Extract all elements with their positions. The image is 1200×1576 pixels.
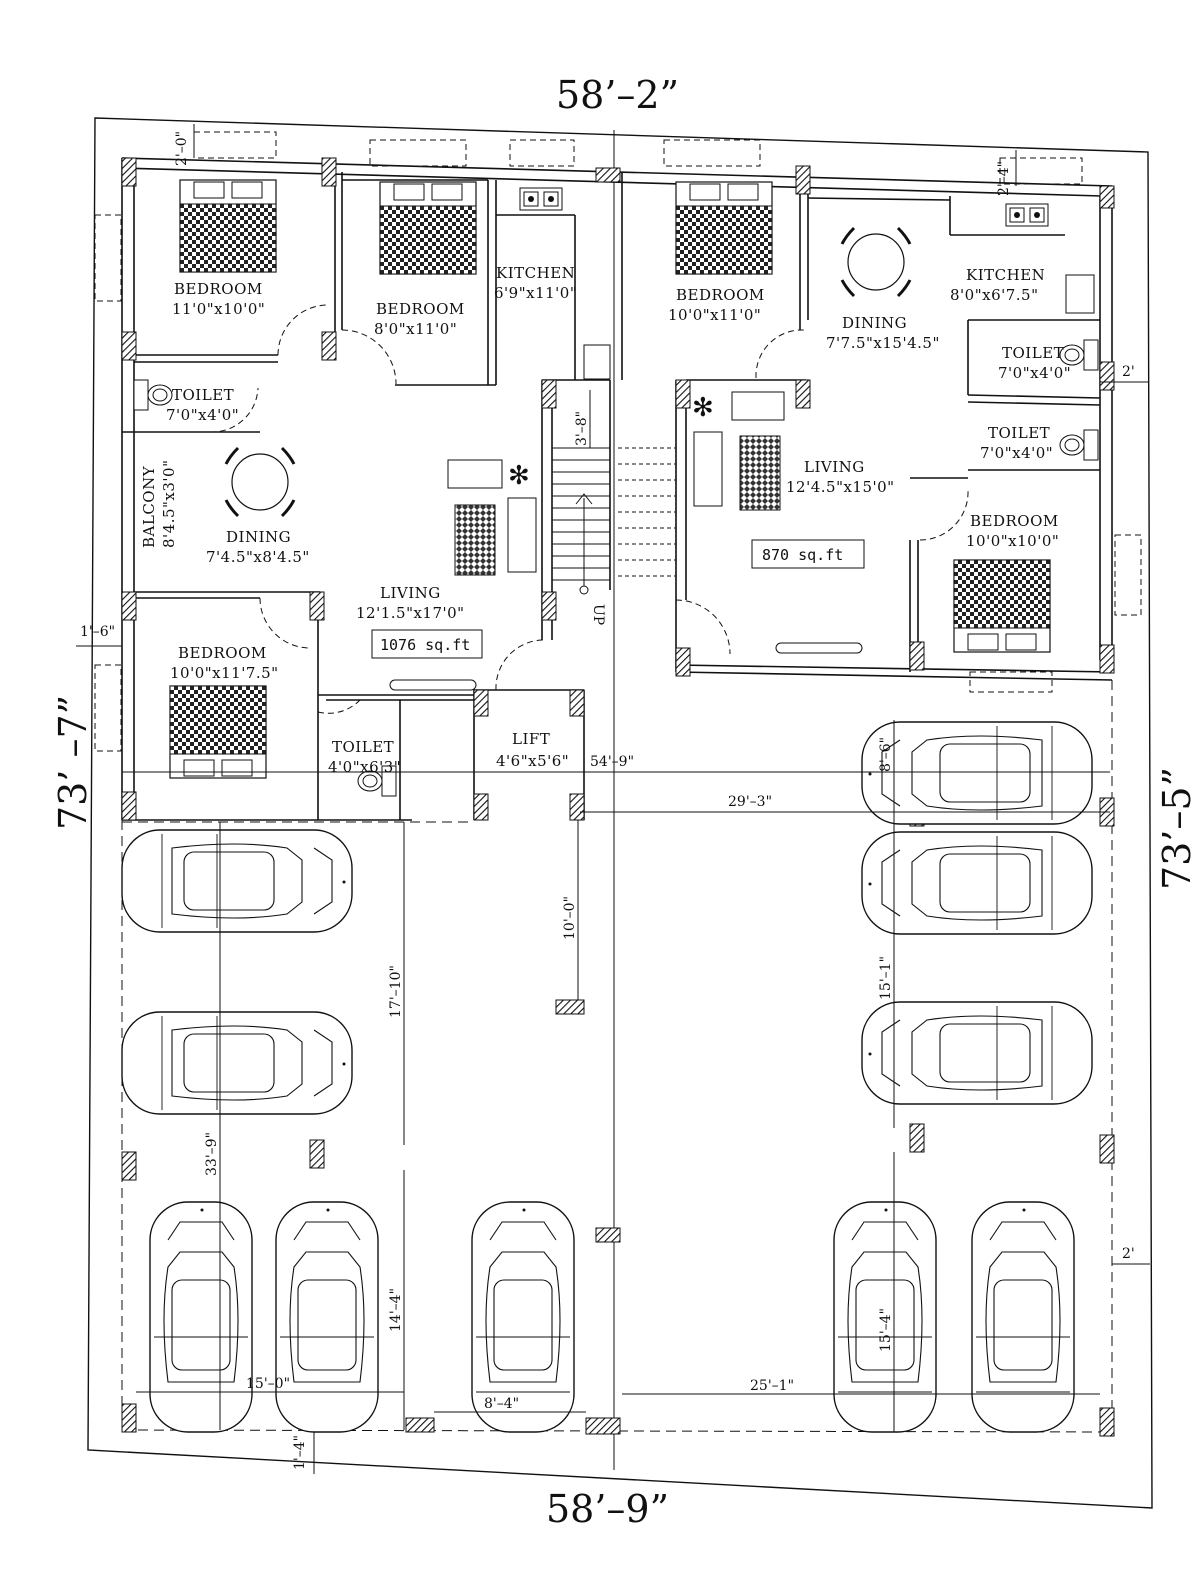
- dim-bottom: 58’–9”: [546, 1487, 669, 1531]
- area-left-label: 1076 sq.ft: [380, 636, 470, 654]
- dining-table-icon: [224, 446, 296, 518]
- stair-up-label: UP: [590, 604, 606, 625]
- room-size-bedroom-4: 10'0"x11'0": [668, 306, 761, 324]
- room-size-lift: 4'6"x5'6": [496, 752, 569, 770]
- dim-left-bottom-width: 15'–0": [246, 1376, 290, 1392]
- doors: [209, 304, 969, 714]
- dim-right-car-depth: 8'–6": [878, 737, 894, 772]
- dim-left-depth: 17'–10": [388, 965, 404, 1018]
- plant-icon: ✻: [508, 461, 530, 491]
- rug-icon: [739, 435, 781, 511]
- room-size-kitchen-1: 6'9"x11'0": [494, 284, 577, 302]
- tv-unit-icon: [389, 679, 477, 691]
- room-size-bedroom-3: 10'0"x11'7.5": [170, 664, 279, 682]
- room-size-bedroom-1: 11'0"x10'0": [172, 300, 265, 318]
- room-name-kitchen-2: KITCHEN: [966, 266, 1045, 284]
- room-name-toilet-4: TOILET: [988, 424, 1050, 442]
- room-name-bedroom-4: BEDROOM: [676, 286, 765, 304]
- room-name-toilet-3: TOILET: [1002, 344, 1064, 362]
- room-size-bedroom-5: 10'0"x10'0": [966, 532, 1059, 550]
- dim-middle-bottom-width: 8'–4": [484, 1396, 519, 1412]
- windows: [94, 131, 1142, 752]
- plant-icon: ✻: [692, 393, 714, 423]
- room-name-kitchen-1: KITCHEN: [496, 264, 575, 282]
- room-labels: BEDROOM 11'0"x10'0" BEDROOM 8'0"x11'0" K…: [140, 264, 1071, 776]
- room-size-dining-1: 7'4.5"x8'4.5": [206, 548, 310, 566]
- area-right-label: 870 sq.ft: [762, 546, 843, 564]
- dim-left-lower-depth: 14'–4": [388, 1288, 404, 1332]
- room-name-living-1: LIVING: [380, 584, 441, 602]
- plot-boundary: [87, 117, 1153, 1509]
- room-size-toilet-1: 7'0"x4'0": [166, 406, 239, 424]
- room-size-toilet-4: 7'0"x4'0": [980, 444, 1053, 462]
- room-name-dining-1: DINING: [226, 528, 291, 546]
- toilet-icon: [1059, 429, 1099, 461]
- room-name-balcony-1: BALCONY: [140, 465, 158, 548]
- area-box-left: 1076 sq.ft: [371, 629, 483, 659]
- room-size-bedroom-2: 8'0"x11'0": [374, 320, 457, 338]
- dim-top-right-margin: 2'–4": [996, 161, 1012, 196]
- room-size-toilet-3: 7'0"x4'0": [998, 364, 1071, 382]
- room-name-toilet-2: TOILET: [332, 738, 394, 756]
- room-size-kitchen-2: 8'0"x6'7.5": [950, 286, 1039, 304]
- bed-icon: [953, 559, 1051, 653]
- room-name-living-2: LIVING: [804, 458, 865, 476]
- dim-stair-width: 3'–8": [574, 411, 590, 446]
- rug-icon: [454, 504, 496, 576]
- dim-left: 73’ –7”: [51, 695, 95, 830]
- building-walls: [121, 157, 1113, 821]
- staircase: [552, 447, 676, 595]
- room-name-lift: LIFT: [512, 730, 550, 748]
- sink-icon: [583, 344, 611, 380]
- bed-icon: [169, 685, 267, 779]
- room-name-bedroom-2: BEDROOM: [376, 300, 465, 318]
- dim-right: 73’–5”: [1155, 767, 1199, 890]
- bed-icon: [179, 179, 277, 273]
- stove-icon: [519, 187, 563, 211]
- room-name-bedroom-3: BEDROOM: [178, 644, 267, 662]
- sofa-icon: [447, 391, 785, 573]
- room-size-toilet-2: 4'0"x6'3": [328, 758, 401, 776]
- tv-unit-icon: [775, 642, 863, 654]
- dim-top-left-margin: 2'–0": [174, 131, 190, 166]
- dim-top: 58’–2”: [556, 73, 679, 117]
- dim-left-margin: 1'–6": [80, 624, 115, 640]
- parking-lines: [121, 680, 1113, 1433]
- room-name-dining-2: DINING: [842, 314, 907, 332]
- dim-parking-width: 54'–9": [590, 754, 634, 770]
- room-name-toilet-1: TOILET: [172, 386, 234, 404]
- room-name-bedroom-1: BEDROOM: [174, 280, 263, 298]
- dimension-lines: [76, 124, 1150, 1474]
- room-size-balcony-1: 8'4.5"x3'0": [160, 460, 178, 549]
- area-box-right: 870 sq.ft: [751, 539, 865, 569]
- dim-drive-depth: 10'–0": [562, 896, 578, 940]
- parking-cars: [121, 721, 1093, 1433]
- bed-icon: [675, 181, 773, 275]
- dim-left-total-depth: 33'–9": [204, 1132, 220, 1176]
- bed-icon: [379, 181, 477, 275]
- room-name-bedroom-5: BEDROOM: [970, 512, 1059, 530]
- dim-right-bottom-width: 25'–1": [750, 1378, 794, 1394]
- dim-bottom-margin: 1'–4": [292, 1435, 308, 1470]
- dim-drive-width: 29'–3": [728, 794, 772, 810]
- room-size-dining-2: 7'7.5"x15'4.5": [826, 334, 940, 352]
- dim-right-margin-top: 2': [1122, 364, 1135, 380]
- stove-icon: [1005, 203, 1049, 227]
- dining-table-icon: [840, 226, 912, 298]
- dim-right-lower-depth: 15'–4": [878, 1308, 894, 1352]
- room-size-living-1: 12'1.5"x17'0": [356, 604, 465, 622]
- dim-right-margin-bottom: 2': [1122, 1246, 1135, 1262]
- dim-right-mid-depth: 15'–1": [878, 956, 894, 1000]
- room-size-living-2: 12'4.5"x15'0": [786, 478, 895, 496]
- sink-icon: [1065, 274, 1095, 314]
